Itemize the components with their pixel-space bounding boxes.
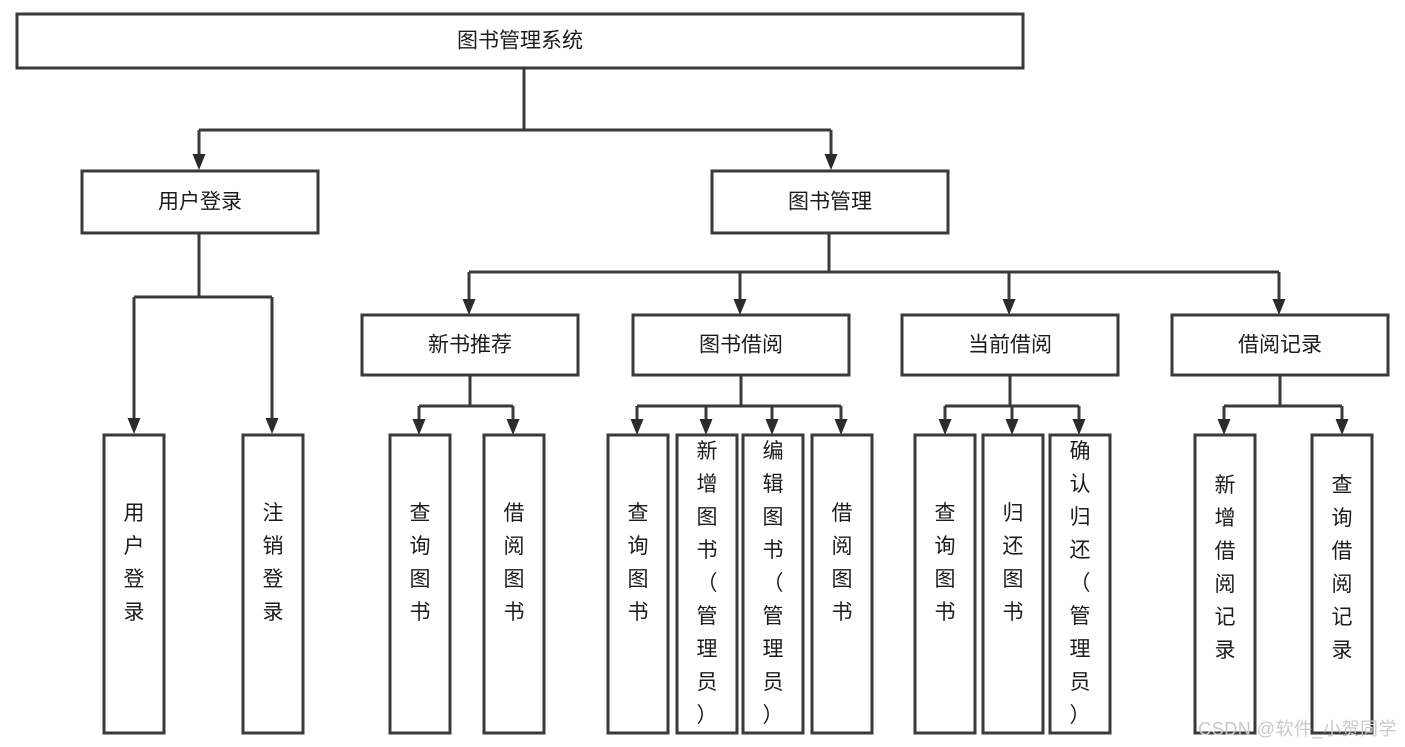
node-user-login-label: 用户登录 — [158, 191, 242, 214]
node-book-borrow-box[interactable] — [631, 313, 851, 377]
arrow-bm-to-current — [1002, 299, 1016, 315]
leaf-bb-add-book-label: 新增图书（管理员） — [697, 440, 718, 727]
leaf-rec-query-book-box[interactable] — [388, 433, 452, 735]
leaf-rec-borrow-book-box[interactable] — [482, 433, 546, 735]
node-book-manage-label: 图书管理 — [788, 191, 872, 214]
leaf-bb-add-book-box[interactable] — [675, 433, 739, 735]
leaf-cb-return-book-box[interactable] — [981, 433, 1045, 735]
node-new-book-recommend[interactable]: 新书推荐 — [360, 313, 580, 377]
node-borrow-record-box[interactable] — [1170, 313, 1390, 377]
leaf-bb-add-book[interactable]: 新增图书（管理员） — [675, 433, 739, 735]
leaf-cb-return-book-label: 归还图书 — [1003, 502, 1024, 624]
connector-group-current-borrow — [938, 375, 1086, 435]
arrow-root-to-user-login — [192, 154, 206, 170]
connector-group-new-book-recommend — [412, 375, 520, 435]
leaf-bb-edit-book-box[interactable] — [741, 433, 805, 735]
arrow-bm-to-record — [1272, 299, 1286, 315]
node-book-manage-box[interactable] — [710, 169, 950, 235]
node-root-label: 图书管理系统 — [457, 30, 583, 53]
leaf-br-add-record-box[interactable] — [1193, 433, 1257, 735]
leaf-bb-edit-book-label: 编辑图书（管理员） — [763, 440, 784, 727]
arrow-bb-l1 — [630, 419, 644, 435]
node-root[interactable]: 图书管理系统 — [15, 12, 1025, 70]
connector-group-book-borrow — [630, 375, 848, 435]
node-current-borrow-label: 当前借阅 — [968, 334, 1052, 357]
leaf-br-add-record-label: 新增借阅记录 — [1215, 474, 1236, 662]
node-current-borrow-box[interactable] — [900, 313, 1120, 377]
connector-group-user-login — [127, 233, 279, 434]
leaf-bb-borrow-book-label: 借阅图书 — [832, 502, 853, 624]
arrow-rec-l1 — [412, 419, 426, 435]
leaf-br-query-record-box[interactable] — [1310, 433, 1374, 735]
leaf-user-logout-box[interactable] — [241, 433, 305, 735]
leaf-br-query-record[interactable]: 查询借阅记录 — [1310, 433, 1374, 735]
connector-group-borrow-record — [1217, 375, 1349, 435]
arrow-cb-l1 — [938, 419, 952, 435]
leaf-cb-query-book-label: 查询图书 — [935, 502, 956, 624]
node-user-login[interactable]: 用户登录 — [80, 169, 320, 235]
leaf-bb-query-book[interactable]: 查询图书 — [606, 433, 670, 735]
leaf-rec-query-book-label: 查询图书 — [410, 502, 431, 624]
node-root-box[interactable] — [15, 12, 1025, 70]
node-borrow-record[interactable]: 借阅记录 — [1170, 313, 1390, 377]
arrow-bb-l3 — [765, 419, 779, 435]
node-book-borrow-label: 图书借阅 — [699, 334, 783, 357]
leaf-user-login[interactable]: 用户登录 — [102, 433, 166, 735]
leaf-rec-borrow-book[interactable]: 借阅图书 — [482, 433, 546, 735]
arrow-bb-l4 — [834, 419, 848, 435]
leaf-user-logout[interactable]: 注销登录 — [241, 433, 305, 735]
leaf-br-query-record-label: 查询借阅记录 — [1332, 474, 1353, 662]
arrow-br-l2 — [1335, 419, 1349, 435]
leaf-br-add-record[interactable]: 新增借阅记录 — [1193, 433, 1257, 735]
leaf-bb-edit-book[interactable]: 编辑图书（管理员） — [741, 433, 805, 735]
node-new-book-recommend-box[interactable] — [360, 313, 580, 377]
arrow-bm-to-borrow — [733, 299, 747, 315]
node-book-manage[interactable]: 图书管理 — [710, 169, 950, 235]
leaf-cb-confirm-return-label: 确认归还（管理员） — [1070, 440, 1091, 727]
watermark: CSDN @软件_小贺同学 — [1198, 719, 1397, 739]
leaf-bb-borrow-book-box[interactable] — [810, 433, 874, 735]
leaf-bb-query-book-label: 查询图书 — [628, 502, 649, 624]
arrow-cb-l2 — [1005, 419, 1019, 435]
arrow-bb-l2 — [699, 419, 713, 435]
arrow-br-l1 — [1217, 419, 1231, 435]
leaf-user-login-label: 用户登录 — [124, 502, 145, 624]
node-borrow-record-label: 借阅记录 — [1238, 334, 1322, 357]
connector-group-book-manage — [462, 233, 1286, 315]
leaf-user-login-box[interactable] — [102, 433, 166, 735]
leaf-bb-borrow-book[interactable]: 借阅图书 — [810, 433, 874, 735]
leaf-rec-query-book[interactable]: 查询图书 — [388, 433, 452, 735]
arrow-root-to-book-manage — [824, 154, 838, 170]
node-current-borrow[interactable]: 当前借阅 — [900, 313, 1120, 377]
node-new-book-recommend-label: 新书推荐 — [428, 334, 512, 357]
leaf-cb-return-book[interactable]: 归还图书 — [981, 433, 1045, 735]
arrow-bm-to-rec — [462, 299, 476, 315]
leaf-cb-confirm-return-box[interactable] — [1048, 433, 1112, 735]
node-user-login-box[interactable] — [80, 169, 320, 235]
leaf-cb-query-book-box[interactable] — [913, 433, 977, 735]
leaf-rec-borrow-book-label: 借阅图书 — [504, 502, 525, 624]
arrow-rec-l2 — [506, 419, 520, 435]
arrow-ul-leaf1 — [127, 418, 141, 434]
arrow-ul-leaf2 — [265, 418, 279, 434]
leaf-user-logout-label: 注销登录 — [263, 502, 284, 624]
connector-group-root — [192, 68, 838, 170]
leaf-cb-confirm-return[interactable]: 确认归还（管理员） — [1048, 433, 1112, 735]
arrow-cb-l3 — [1072, 419, 1086, 435]
node-book-borrow[interactable]: 图书借阅 — [631, 313, 851, 377]
leaf-bb-query-book-box[interactable] — [606, 433, 670, 735]
leaf-cb-query-book[interactable]: 查询图书 — [913, 433, 977, 735]
